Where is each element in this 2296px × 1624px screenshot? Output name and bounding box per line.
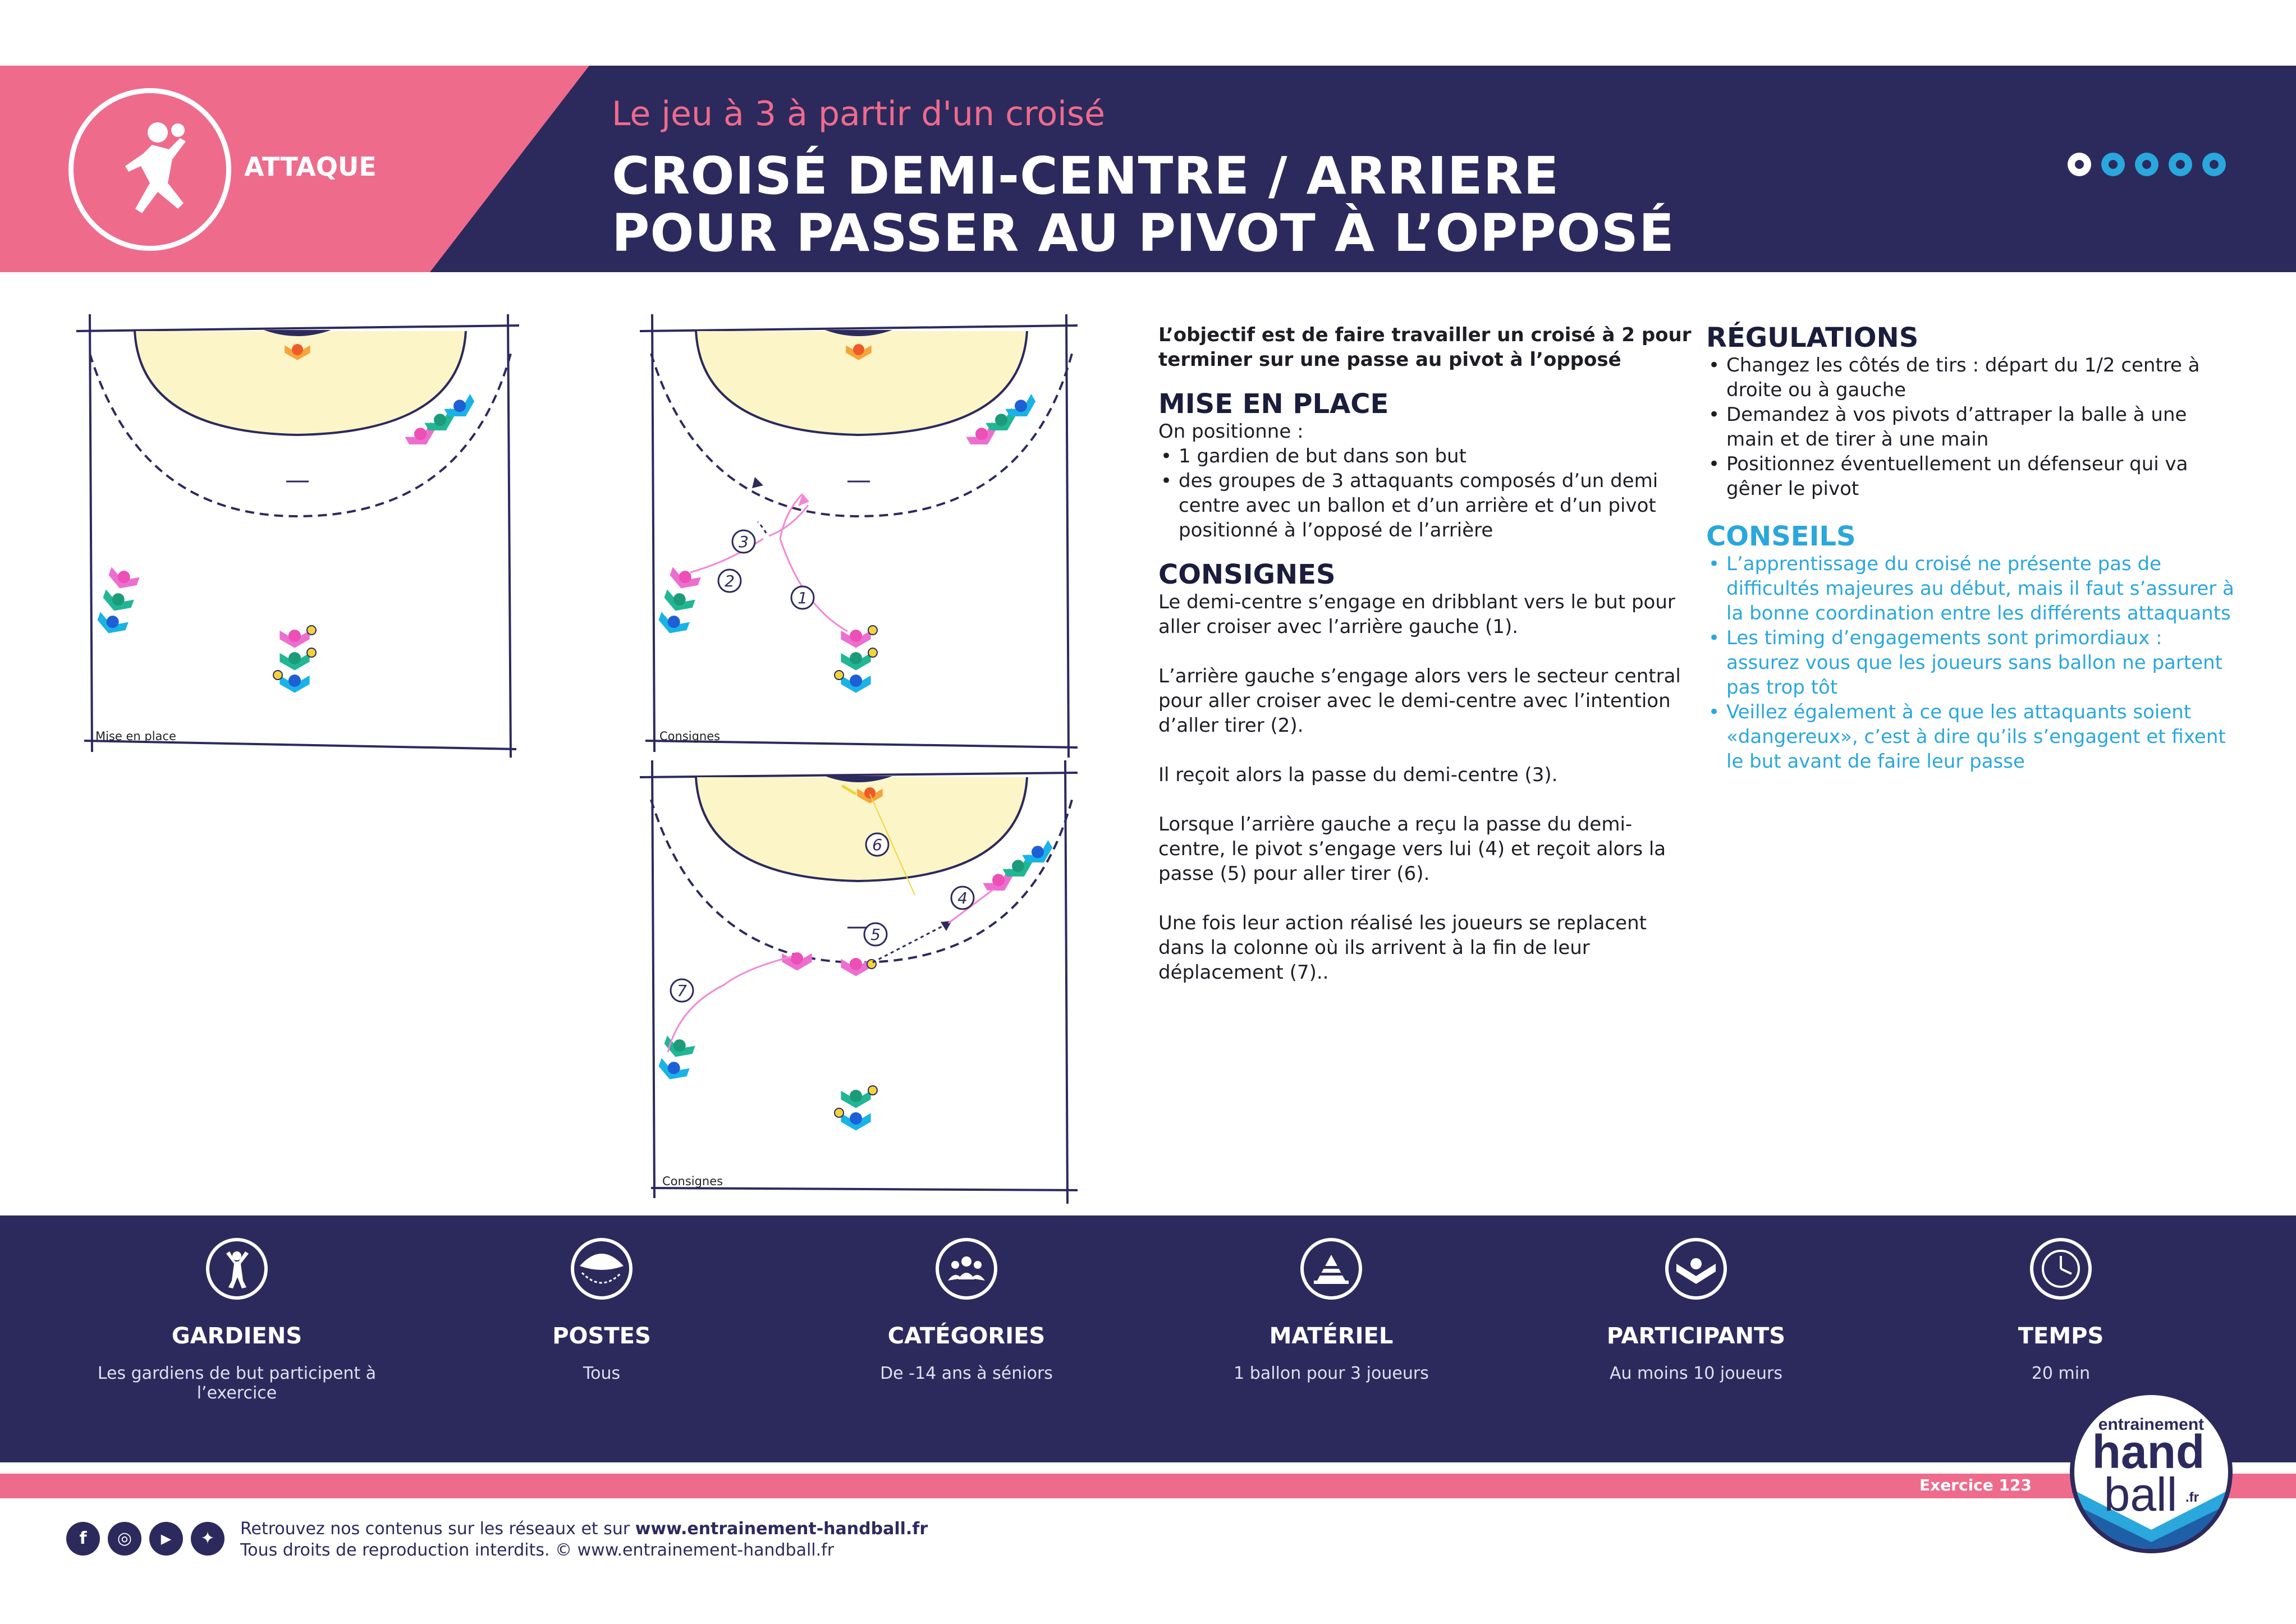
instruction-paragraph: Le demi-centre s’engage en dribblant ver… [1158,591,1675,638]
exercise-number: Exercice 123 [1919,1476,2032,1494]
info-band [0,1215,2296,1462]
svg-text:6: 6 [872,836,882,854]
instruction-paragraph: Lorsque l’arrière gauche a reçu la passe… [1158,813,1666,885]
step-marker-3: 3 [731,529,756,554]
pivot-group-marker [405,422,439,452]
objective-text: L’objectif est de faire travailler un cr… [1158,324,1692,371]
svg-text:4: 4 [957,889,968,907]
cone-icon [1300,1238,1362,1300]
svg-text:7: 7 [677,981,687,1000]
info-participants: PARTICIPANTS Au moins 10 joueurs [1528,1238,1864,1383]
list-item: Demandez à vos pivots d’attraper la ball… [1706,402,2239,452]
instruction-paragraph: Il reçoit alors la passe du demi-centre … [1158,764,1558,786]
footer-line-1: Retrouvez nos contenus sur les réseaux e… [240,1519,928,1539]
exercise-title-line-1: CROISÉ DEMI-CENTRE / ARRIERE [612,146,1560,206]
list-item: Les timing d’engagements sont primordiau… [1706,626,2239,700]
setup-intro: On positionne : [1158,420,1304,443]
regulations-heading: RÉGULATIONS [1706,322,1919,354]
diagram-instructions-2: 4 5 6 7 Consignes [634,760,1083,1209]
website-link[interactable]: www.entrainement-handball.fr [635,1519,928,1539]
players-icon [1665,1238,1727,1300]
ball-icon-empty [2135,153,2158,176]
step-marker-7: 7 [670,978,694,1003]
diagram-label: Consignes [659,730,721,743]
difficulty-rating [2065,150,2234,178]
instruction-paragraph: L’arrière gauche s’engage alors vers le … [1158,665,1681,737]
pink-band [0,1474,2296,1498]
step-marker-5: 5 [863,922,888,947]
youtube-icon[interactable]: ▶ [149,1522,183,1556]
info-equipment: MATÉRIEL 1 ballon pour 3 joueurs [1163,1238,1500,1383]
step-marker-1: 1 [790,585,815,610]
list-item: Positionnez éventuellement un défenseur … [1706,452,2239,501]
ball-icon-empty [2202,153,2226,176]
group-icon [936,1238,997,1300]
step-marker-4: 4 [950,886,975,910]
ball-icon-empty [2101,153,2125,176]
svg-text:.fr: .fr [2185,1490,2199,1505]
list-item: 1 gardien de but dans son but [1158,444,1692,469]
exercise-subtitle: Le jeu à 3 à partir d'un croisé [612,94,1106,134]
regulations-list: Changez les côtés de tirs : départ du 1/… [1706,353,2239,501]
diagram-label: Consignes [662,1175,723,1188]
instagram-icon[interactable]: ◎ [108,1522,141,1556]
instructions-heading: CONSIGNES [1158,559,1336,590]
ball-icon-empty [2169,153,2192,176]
svg-text:1: 1 [798,589,808,607]
description-column: L’objectif est de faire travailler un cr… [1158,323,1692,985]
info-categories: CATÉGORIES De -14 ans à séniors [798,1238,1135,1383]
category-label: ATTAQUE [244,152,377,182]
brand-logo[interactable]: entrainement hand ball .fr [2070,1391,2233,1553]
facebook-icon[interactable]: f [66,1522,100,1556]
diagram-label: Mise en place [95,730,176,743]
goalkeeper-marker [285,344,310,360]
ball-icon-filled [2068,153,2091,176]
advice-list: L’apprentissage du croisé ne présente pa… [1706,552,2239,774]
regulations-column: RÉGULATIONS Changez les côtés de tirs : … [1706,306,2239,774]
svg-text:2: 2 [725,572,735,590]
step-marker-6: 6 [865,832,890,857]
list-item: Changez les côtés de tirs : départ du 1/… [1706,353,2239,402]
footer-line-2: Tous droits de reproduction interdits. ©… [240,1540,835,1560]
list-item: des groupes de 3 attaquants composés d’u… [1158,469,1692,543]
svg-text:5: 5 [870,925,881,944]
divider [0,1462,2296,1474]
goalkeeper-icon [206,1238,268,1300]
diagram-setup: Mise en place [73,314,522,763]
centre-group-marker [279,625,317,648]
twitter-icon[interactable]: ✦ [191,1522,224,1556]
positions-icon [571,1238,633,1300]
setup-heading: MISE EN PLACE [1158,388,1389,420]
instruction-paragraph: Une fois leur action réalisé les joueurs… [1158,912,1647,984]
clock-icon [2030,1238,2092,1300]
info-time: TEMPS 20 min [1892,1238,2229,1383]
info-positions: POSTES Tous [433,1238,770,1383]
svg-text:entrainement: entrainement [2098,1415,2204,1434]
exercise-title-line-2: POUR PASSER AU PIVOT À L’OPPOSÉ [612,203,1675,263]
back-group-marker [106,567,140,594]
svg-text:ball: ball [2104,1468,2178,1521]
svg-text:3: 3 [739,533,749,551]
step-marker-2: 2 [717,568,742,593]
list-item: L’apprentissage du croisé ne présente pa… [1706,552,2239,626]
attack-player-icon [68,88,231,251]
info-goalkeepers: GARDIENS Les gardiens de but participent… [68,1238,405,1403]
list-item: Veillez également à ce que les attaquant… [1706,700,2239,774]
svg-text:hand: hand [2092,1425,2205,1478]
diagram-instructions-1: 1 2 3 Consignes [634,314,1083,763]
advice-heading: CONSEILS [1706,521,1856,552]
setup-list: 1 gardien de but dans son but des groupe… [1158,444,1692,543]
